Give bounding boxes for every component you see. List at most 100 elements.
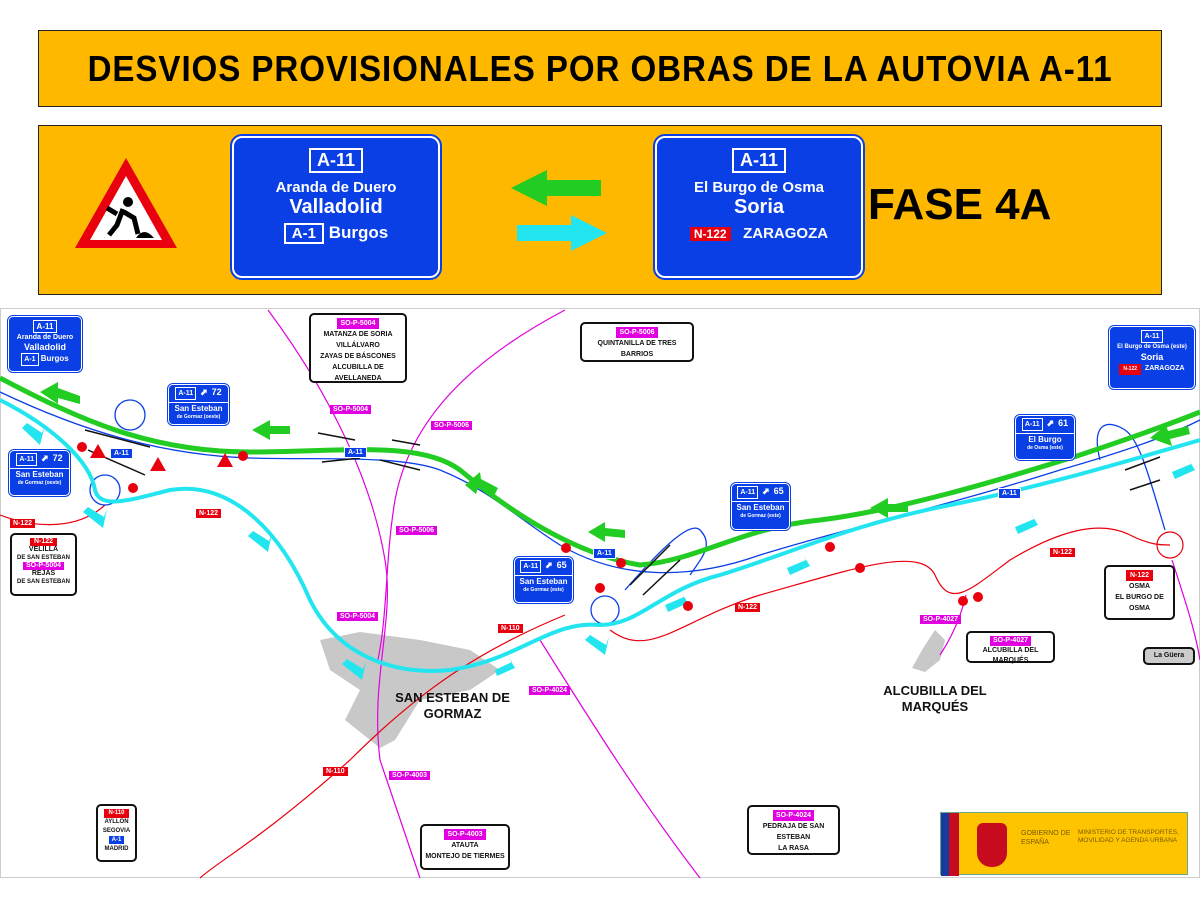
exit-number: 65: [556, 560, 567, 570]
road-plate: SO-P-5004: [337, 318, 379, 329]
road-plate: SO-P-4024: [772, 810, 815, 821]
green-arrow-icon: [1150, 425, 1190, 446]
road-plate: N-122: [1119, 364, 1142, 375]
cyan-arrow-icon: [585, 635, 609, 655]
road-plate: SO-P-5004: [22, 562, 65, 570]
exit-dest: San Esteban: [736, 503, 785, 512]
a11-east-detour: [0, 398, 1200, 673]
road-label-so-p-4027: SO-P-4027: [920, 615, 962, 624]
page-title: DESVIOS PROVISIONALES POR OBRAS DE LA AU…: [87, 47, 1113, 89]
dest-line: DE SAN ESTEBAN: [16, 579, 70, 585]
legend-panel: A-11 Aranda de Duero Valladolid A-1 Burg…: [38, 125, 1162, 295]
road-label-a11: A-11: [593, 548, 616, 559]
road-label-so-p-5004: SO-P-5004: [330, 405, 372, 414]
dest-line: AYLLÓN: [104, 819, 129, 825]
exit-sub: de Osma (este): [1027, 445, 1063, 451]
dest-box-pedraja: SO-P-4024 PEDRAJA DE SAN ESTEBAN LA RASA: [747, 805, 840, 855]
road-label-n110: N-110: [498, 624, 523, 633]
dest-box-segovia: N-110 AYLLÓN SEGOVIA A-1 MADRID: [96, 804, 137, 862]
map-sign-west: A-11 Aranda de Duero Valladolid A-1 Burg…: [7, 315, 83, 373]
road-plate: A-11: [520, 560, 542, 573]
road-plate: N-110: [104, 809, 129, 818]
exit-icon: ⬈: [762, 486, 770, 496]
exit-sub: de Gormaz (este): [523, 587, 564, 593]
dest-box-matanza: SO-P-5004 MATANZA DE SORIA VILLÁLVARO ZA…: [309, 313, 407, 383]
road-plate: N-122: [689, 227, 731, 241]
road-plate: A-11: [308, 148, 364, 173]
cyan-arrow-icon: [83, 507, 107, 528]
dest-line: EL BURGO DE OSMA: [1115, 594, 1164, 612]
green-arrow-icon: [588, 522, 625, 542]
dest-line: ATAUTA: [451, 842, 479, 849]
cyan-arrow-icon: [787, 553, 810, 575]
dest-line: LA RASA: [778, 845, 809, 852]
exit-icon: ⬈: [1046, 418, 1055, 428]
roadworks-icons: [90, 444, 233, 471]
road-plate: A-11: [16, 453, 38, 466]
map-sign-east: A-11 El Burgo de Osma (este) Soria N-122…: [1108, 325, 1196, 390]
road-plate: A-11: [1140, 330, 1164, 343]
road-plate: SO-P-5006: [616, 327, 658, 338]
exit-icon: ⬈: [545, 560, 553, 570]
exit-number: 72: [211, 387, 222, 397]
dest-box-atauta: SO-P-4003 ATAUTA MONTEJO DE TIERMES: [420, 824, 510, 870]
green-arrow-icon: [870, 498, 908, 518]
title-banner: DESVIOS PROVISIONALES POR OBRAS DE LA AU…: [38, 30, 1162, 107]
sign-line: Burgos: [40, 354, 69, 363]
no-entry-icons: [77, 442, 983, 611]
green-arrow-icon: [40, 382, 80, 404]
town-san-esteban: [320, 632, 500, 748]
road-label-n122: N-122: [1050, 548, 1076, 557]
cyan-arrow-icon: [342, 659, 366, 680]
town-line: SAN ESTEBAN DE: [395, 690, 510, 705]
coat-of-arms-icon: [977, 823, 1007, 867]
road-plate: A-11: [737, 486, 759, 499]
exit-icon: ⬈: [200, 387, 208, 397]
dest-line: MATANZA DE SORIA: [323, 331, 393, 338]
dest-line: REJAS: [31, 570, 56, 577]
cyan-arrow-icon: [1172, 457, 1195, 479]
road-label-n122: N-122: [196, 509, 222, 518]
government-logo: GOBIERNO DE ESPAÑA MINISTERIO DE TRANSPO…: [940, 812, 1188, 876]
road-label-so-p-4024: SO-P-4024: [529, 686, 571, 695]
flag-red-stripe: [949, 813, 959, 876]
road-plate: A-1: [107, 835, 126, 845]
road-label-a11: A-11: [998, 488, 1021, 499]
dest-line: MONTEJO DE TIERMES: [425, 853, 505, 860]
a11-west-detour: [0, 375, 1200, 568]
road-plate: A-11: [731, 148, 787, 173]
green-arrow-icon: [252, 420, 290, 440]
exit-number: 65: [773, 486, 784, 496]
dest-line: DE SAN ESTEBAN: [16, 555, 70, 561]
roadworks-warning-icon: [75, 158, 177, 248]
phase-label: FASE 4A: [868, 180, 1052, 229]
dest-box-quintanilla: SO-P-5006 QUINTANILLA DE TRES BARRIOS: [580, 322, 694, 362]
dest-line: ALCUBILLA DEL MARQUÉS: [982, 647, 1039, 664]
sign-burgo-soria: A-11 El Burgo de Osma Soria N-122 ZARAGO…: [653, 134, 865, 280]
road-plate: SO-P-4027: [989, 636, 1032, 646]
road-plate: A-11: [175, 387, 197, 400]
town-alcubilla: [912, 630, 945, 672]
cyan-arrow-icon: [22, 423, 45, 445]
cyan-arrow-icon: [495, 656, 515, 676]
exit-dest: San Esteban: [519, 577, 568, 586]
logo-text-ministerio: MINISTERIO DE TRANSPORTES, MOVILIDAD Y A…: [1078, 829, 1179, 844]
exit-dest: El Burgo: [1028, 435, 1062, 444]
sign-line: Soria: [1140, 352, 1164, 362]
dest-line: ZAYAS DE BÁSCONES: [320, 353, 396, 360]
exit-icon: ⬈: [41, 453, 49, 463]
road-plate: A-1: [21, 353, 39, 366]
exit-sub: de Gormaz (este): [740, 513, 781, 519]
dest-line: PEDRAJA DE SAN ESTEBAN: [762, 823, 825, 841]
road-label-so-p-5006: SO-P-5006: [431, 421, 473, 430]
sign-line: Aranda de Duero: [16, 334, 74, 341]
road-label-a11: A-11: [110, 448, 133, 459]
sign-line: Burgos: [328, 223, 389, 242]
exit-number: 72: [52, 453, 63, 463]
